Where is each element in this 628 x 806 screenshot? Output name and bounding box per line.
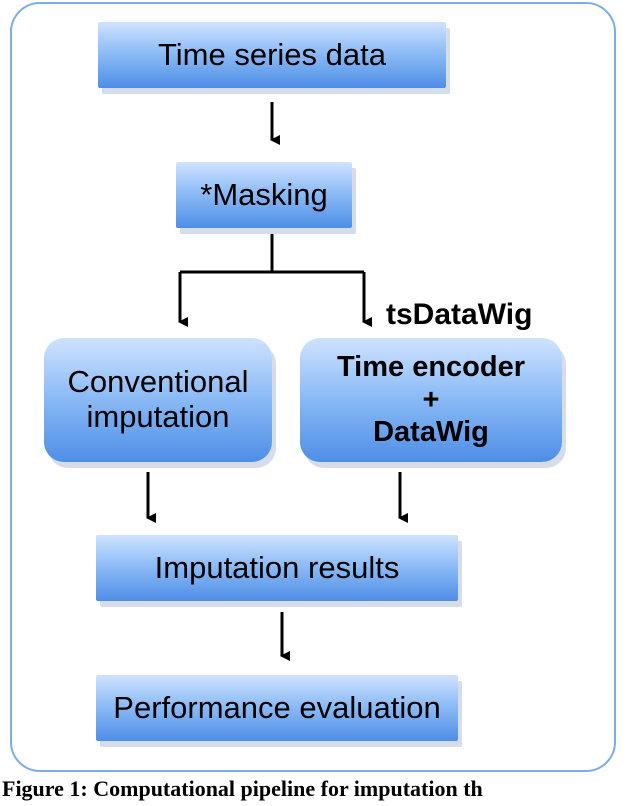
conventional-label-line2: imputation: [86, 399, 230, 434]
tsdatawig-label: tsDataWig: [386, 298, 533, 331]
conventional-imputation-box: Conventional imputation: [44, 338, 272, 462]
figure-caption: Figure 1: Computational pipeline for imp…: [2, 776, 483, 801]
time-encoder-label: Time encoder: [336, 351, 526, 384]
conventional-label-line1: Conventional: [67, 364, 249, 400]
time-series-data-box: Time series data: [98, 22, 446, 88]
datawig-label: DataWig: [373, 416, 489, 449]
performance-evaluation-box: Performance evaluation: [96, 675, 458, 741]
imputation-results-box: Imputation results: [96, 535, 458, 601]
performance-evaluation-label: Performance evaluation: [113, 689, 441, 725]
masking-label: *Masking: [200, 176, 328, 212]
masking-box: *Masking: [176, 162, 352, 228]
imputation-results-label: Imputation results: [154, 549, 400, 585]
plus-label: +: [422, 383, 440, 416]
time-series-data-label: Time series data: [158, 36, 386, 72]
time-encoder-datawig-box: Time encoder + DataWig: [300, 338, 562, 462]
